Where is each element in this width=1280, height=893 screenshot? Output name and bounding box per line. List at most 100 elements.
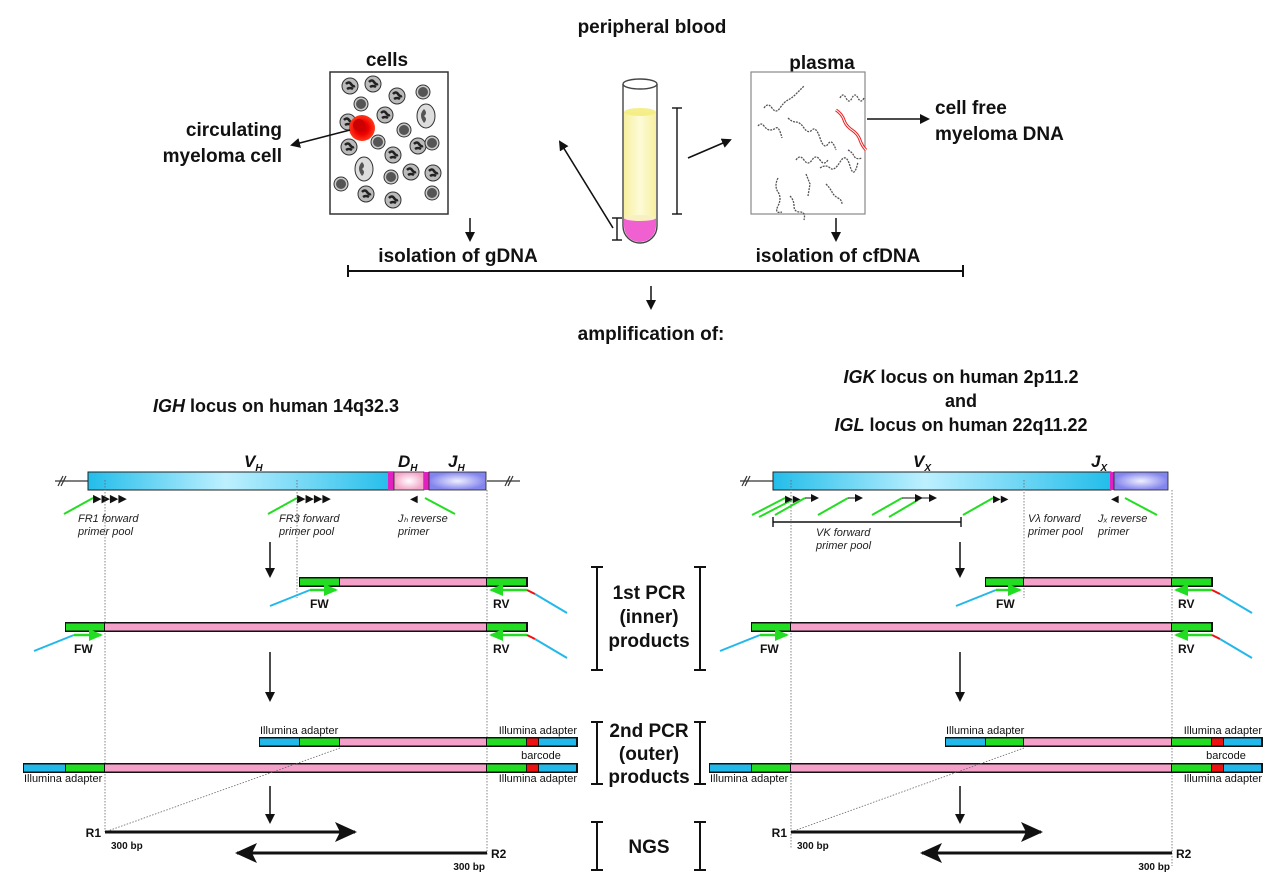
cellfree-label-line1: cell free xyxy=(935,98,1007,119)
jx-segment xyxy=(1113,471,1169,491)
rv-primer-barcode xyxy=(526,634,536,640)
jx-label-line1: Jₓ reverse xyxy=(1097,513,1147,525)
vk-label-line2: primer pool xyxy=(815,540,872,552)
amplification-label: amplification of: xyxy=(578,324,725,345)
granulocyte-icon xyxy=(384,146,402,164)
granulocyte-icon xyxy=(341,77,359,95)
primer-region xyxy=(1172,764,1211,772)
primer-region xyxy=(1172,738,1211,746)
primer-region xyxy=(986,578,1023,586)
granulocyte-nucleus xyxy=(361,189,372,199)
r2-label: R2 xyxy=(1176,847,1192,861)
circulating-label-line2: myeloma cell xyxy=(163,146,282,167)
lymphocyte-nucleus xyxy=(373,137,383,147)
lymphocyte-nucleus xyxy=(399,125,409,135)
fw-label: FW xyxy=(74,642,93,656)
isolation-gdna-label: isolation of gDNA xyxy=(378,246,538,267)
primer-region xyxy=(752,764,790,772)
jh-label: JH xyxy=(448,452,465,474)
adapter-region xyxy=(946,738,985,746)
granulocyte-nucleus xyxy=(368,79,379,89)
rv-label: RV xyxy=(1178,597,1194,611)
outer-product-long xyxy=(709,763,1263,773)
svg-text:▶▶▶▶: ▶▶▶▶ xyxy=(297,493,331,505)
vh-label: VH xyxy=(244,452,263,474)
granulocyte-icon xyxy=(364,75,382,93)
granulocyte-nucleus xyxy=(388,195,399,205)
fr3-primer-icon: ▶▶▶▶ xyxy=(267,493,331,515)
second-pcr-line3: products xyxy=(608,767,689,788)
granulocyte-nucleus xyxy=(344,142,355,152)
vk-pool-bracket xyxy=(772,517,962,527)
adapter-region xyxy=(710,764,751,772)
lymphocyte-nucleus xyxy=(427,138,437,148)
vl-label-line2: primer pool xyxy=(1027,526,1084,538)
jh-label-line2: primer xyxy=(397,526,431,538)
illumina-adapter-label: Illumina adapter xyxy=(24,773,103,785)
insert-region xyxy=(105,623,486,631)
granulocyte-icon xyxy=(357,185,375,203)
r1-length-label: 300 bp xyxy=(111,841,143,852)
granulocyte-icon xyxy=(402,163,420,181)
lymphocyte-nucleus xyxy=(418,87,428,97)
plasma-bracket xyxy=(672,107,682,215)
granulocyte-nucleus xyxy=(413,141,424,151)
vx-segment xyxy=(772,471,1112,491)
rv-primer-barcode xyxy=(526,589,536,595)
lymphocyte-nucleus xyxy=(356,99,366,109)
adapter-region xyxy=(24,764,65,772)
granulocyte-nucleus xyxy=(428,168,439,178)
tube-to-plasma-arrow xyxy=(687,138,732,159)
inner-product-short xyxy=(299,577,528,587)
r1-label: R1 xyxy=(86,826,102,840)
primer-region xyxy=(66,764,104,772)
granulocyte-nucleus xyxy=(345,81,356,91)
igl-title: IGL locus on human 22q11.22 xyxy=(834,415,1087,435)
granulocyte-icon xyxy=(424,164,442,182)
monocyte-icon xyxy=(354,156,374,182)
adapter-region xyxy=(1224,764,1261,772)
jh-primer-icon: ◀ xyxy=(410,494,456,515)
monocyte-nucleus xyxy=(359,162,364,176)
fr3-label-line1: FR3 forward xyxy=(279,513,340,525)
vl-primer-icon: ▶▶ xyxy=(962,494,1009,516)
primer-region xyxy=(487,578,526,586)
fw-label: FW xyxy=(760,642,779,656)
svg-text:▶▶▶▶: ▶▶▶▶ xyxy=(93,493,127,505)
blood-tube-icon xyxy=(622,78,658,244)
rv-label: RV xyxy=(493,597,509,611)
granulocyte-nucleus xyxy=(392,91,403,101)
illumina-adapter-label: Illumina adapter xyxy=(260,725,339,737)
fw-label: FW xyxy=(996,597,1015,611)
primer-region xyxy=(487,738,526,746)
fw-primer-tail xyxy=(719,634,761,652)
blood-cells xyxy=(333,75,442,209)
plasma-label: plasma xyxy=(789,53,855,74)
lymphocyte-nucleus xyxy=(336,179,346,189)
svg-text:◀: ◀ xyxy=(410,494,418,505)
second-pcr-line1: 2nd PCR xyxy=(609,721,688,742)
primer-region xyxy=(1172,578,1211,586)
igh-guide-lines xyxy=(104,480,488,856)
second-pcr-line2: (outer) xyxy=(619,744,679,765)
jh-segment xyxy=(428,471,487,491)
ngs-label: NGS xyxy=(628,837,669,858)
plasma-panel xyxy=(750,71,868,221)
jx-primer-icon: ◀ xyxy=(1111,494,1158,516)
igh-title: IGH locus on human 14q32.3 xyxy=(153,396,399,416)
r2-length-label: 300 bp xyxy=(453,862,485,873)
barcode-region xyxy=(1212,738,1223,746)
isolation-cfdna-label: isolation of cfDNA xyxy=(756,246,921,267)
inner-product-long xyxy=(751,622,1213,632)
dh-label: DH xyxy=(398,452,418,474)
dh-segment xyxy=(393,471,425,491)
rv-label: RV xyxy=(1178,642,1194,656)
fr1-label-line1: FR1 forward xyxy=(78,513,139,525)
illumina-adapter-label: Illumina adapter xyxy=(946,725,1025,737)
illumina-adapter-label: Illumina adapter xyxy=(499,773,578,785)
igk-title: IGK locus on human 2p11.2 xyxy=(843,367,1078,387)
first-pcr-line2: (inner) xyxy=(619,607,678,628)
alignment-guide xyxy=(104,747,341,833)
